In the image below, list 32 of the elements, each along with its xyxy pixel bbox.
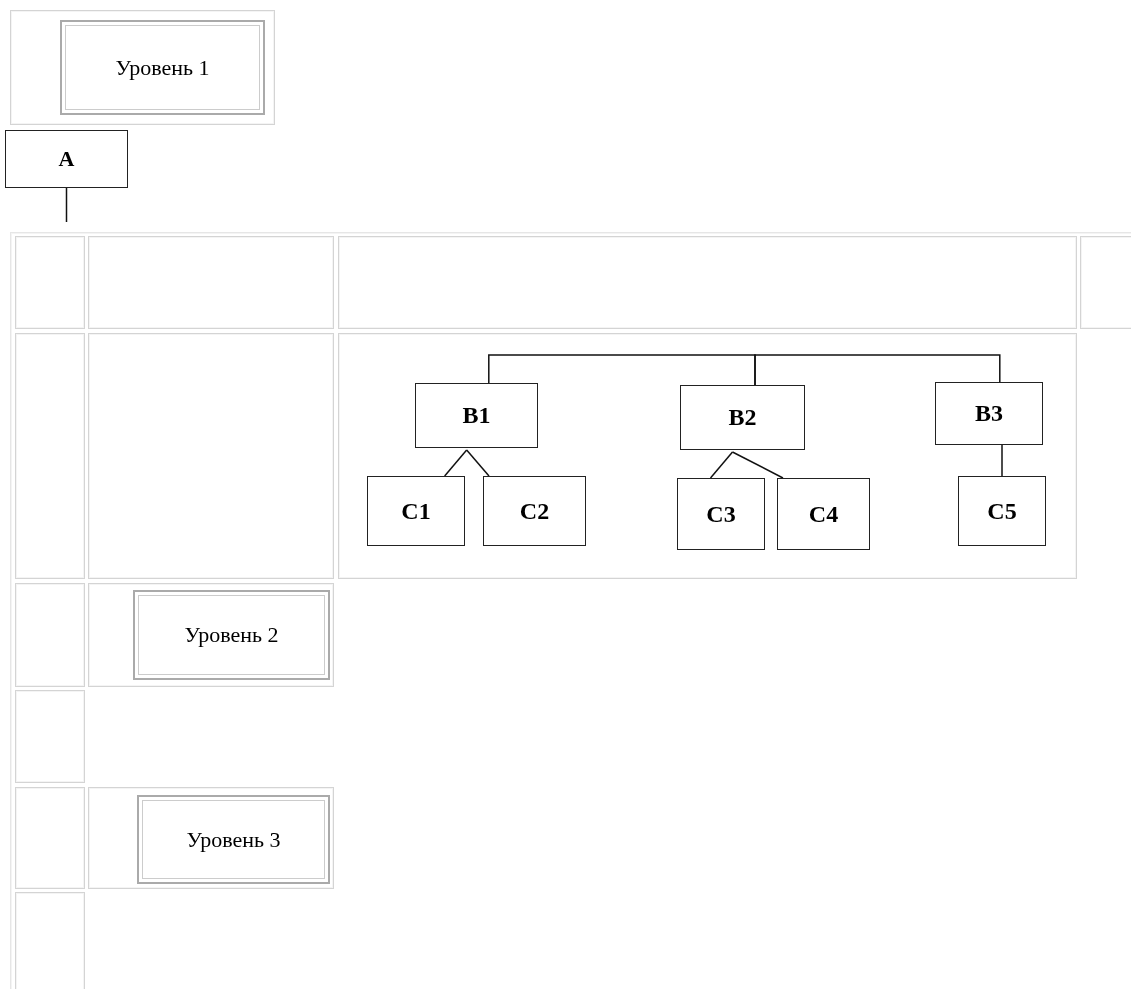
tree-node bbox=[680, 385, 805, 450]
tree-node bbox=[777, 478, 870, 550]
tree-node bbox=[483, 476, 586, 546]
tree-node bbox=[5, 130, 128, 188]
node-label: B2 bbox=[728, 404, 757, 431]
connector-line bbox=[443, 449, 468, 477]
level-box bbox=[133, 590, 330, 680]
node-label: C1 bbox=[401, 497, 431, 525]
tree-node bbox=[958, 476, 1046, 546]
tree-node bbox=[677, 478, 765, 550]
tree-node bbox=[367, 476, 465, 546]
node-label: C4 bbox=[808, 500, 839, 528]
node-label: B3 bbox=[975, 400, 1003, 427]
tree-node bbox=[415, 383, 538, 448]
connector-line bbox=[754, 354, 1001, 386]
connector-line bbox=[465, 449, 490, 477]
node-label: A bbox=[58, 146, 75, 172]
node-label: Уровень 2 bbox=[184, 622, 279, 648]
connector-line bbox=[488, 354, 756, 386]
node-label: C3 bbox=[706, 500, 736, 528]
tree-node bbox=[935, 382, 1043, 445]
node-label: B1 bbox=[462, 402, 491, 429]
connector-line bbox=[709, 451, 734, 479]
connector-line bbox=[1001, 444, 1003, 477]
connector-line bbox=[731, 451, 784, 479]
node-label: C2 bbox=[519, 497, 550, 525]
node-label: C5 bbox=[987, 497, 1017, 525]
node-label: Уровень 1 bbox=[115, 54, 210, 81]
connector-line bbox=[65, 187, 68, 223]
level-box bbox=[60, 20, 265, 115]
node-label: Уровень 3 bbox=[186, 826, 281, 853]
level-box bbox=[137, 795, 330, 884]
